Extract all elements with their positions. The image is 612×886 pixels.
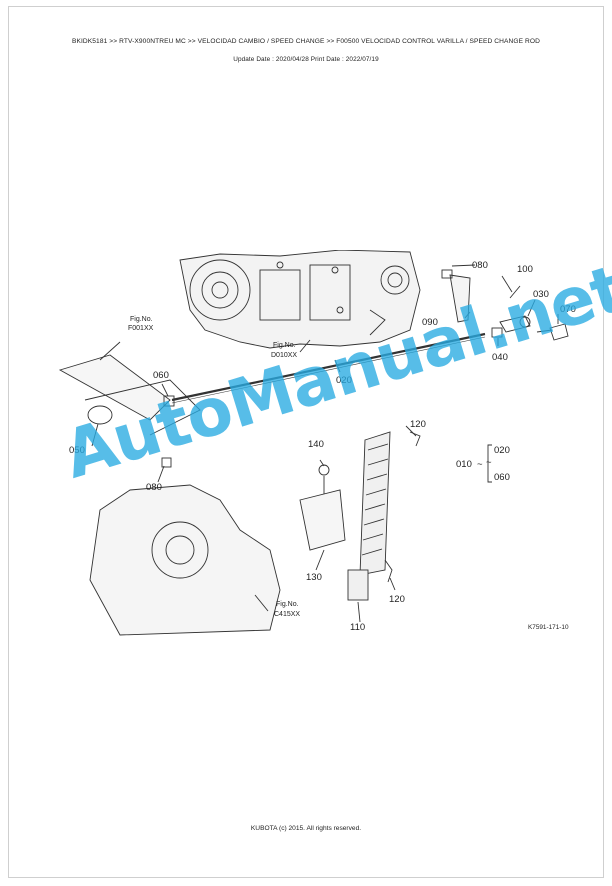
callout-090: 090 <box>422 317 438 328</box>
callout-080: 080 <box>472 260 488 271</box>
callout-140: 140 <box>308 439 324 450</box>
page-frame <box>8 6 604 878</box>
callout-060: 060 <box>153 370 169 381</box>
footer-copyright: KUBOTA (c) 2015. All rights reserved. <box>250 825 362 832</box>
callout-120: 120 <box>389 594 405 605</box>
callout-050: 050 <box>69 445 85 456</box>
callout-120: 120 <box>410 419 426 430</box>
group-note-from: 020 <box>494 445 510 456</box>
figure-code: K7591-171-10 <box>528 624 569 631</box>
fig-ref-label: Fig.No. <box>130 316 153 323</box>
callout-100: 100 <box>517 264 533 275</box>
group-note-tilde: ~ <box>477 459 483 470</box>
fig-ref-code: C415XX <box>274 611 300 618</box>
dates-line: Update Date : 2020/04/28 Print Date : 20… <box>233 56 379 63</box>
fig-ref-code: F001XX <box>128 325 154 332</box>
callout-110: 110 <box>350 622 365 633</box>
parts-diagram: Fig.No. F001XX Fig.No. D010XX Fig.No. C4… <box>58 250 576 636</box>
callout-030: 030 <box>533 289 549 300</box>
group-note-main: 010 <box>456 459 472 470</box>
callouts: 010 020 030 040 050 060 070 080 090 100 … <box>69 260 576 633</box>
fig-ref-code: D010XX <box>271 352 297 359</box>
callout-130: 130 <box>306 572 322 583</box>
group-note: 010 ~ 020 ~ 060 <box>456 445 510 483</box>
callout-040: 040 <box>492 352 508 363</box>
figure-references: Fig.No. F001XX Fig.No. D010XX Fig.No. C4… <box>128 316 300 618</box>
callout-070: 070 <box>560 304 576 315</box>
fig-ref-label: Fig.No. <box>273 342 296 349</box>
group-note-to: 060 <box>494 472 510 483</box>
callout-020: 020 <box>336 375 352 386</box>
group-note-tilde: ~ <box>486 457 492 468</box>
fig-ref-label: Fig.No. <box>276 601 299 608</box>
callout-080: 080 <box>146 482 162 493</box>
breadcrumb: BKIDK5181 >> RTV-X900NTREU MC >> VELOCID… <box>72 38 540 45</box>
